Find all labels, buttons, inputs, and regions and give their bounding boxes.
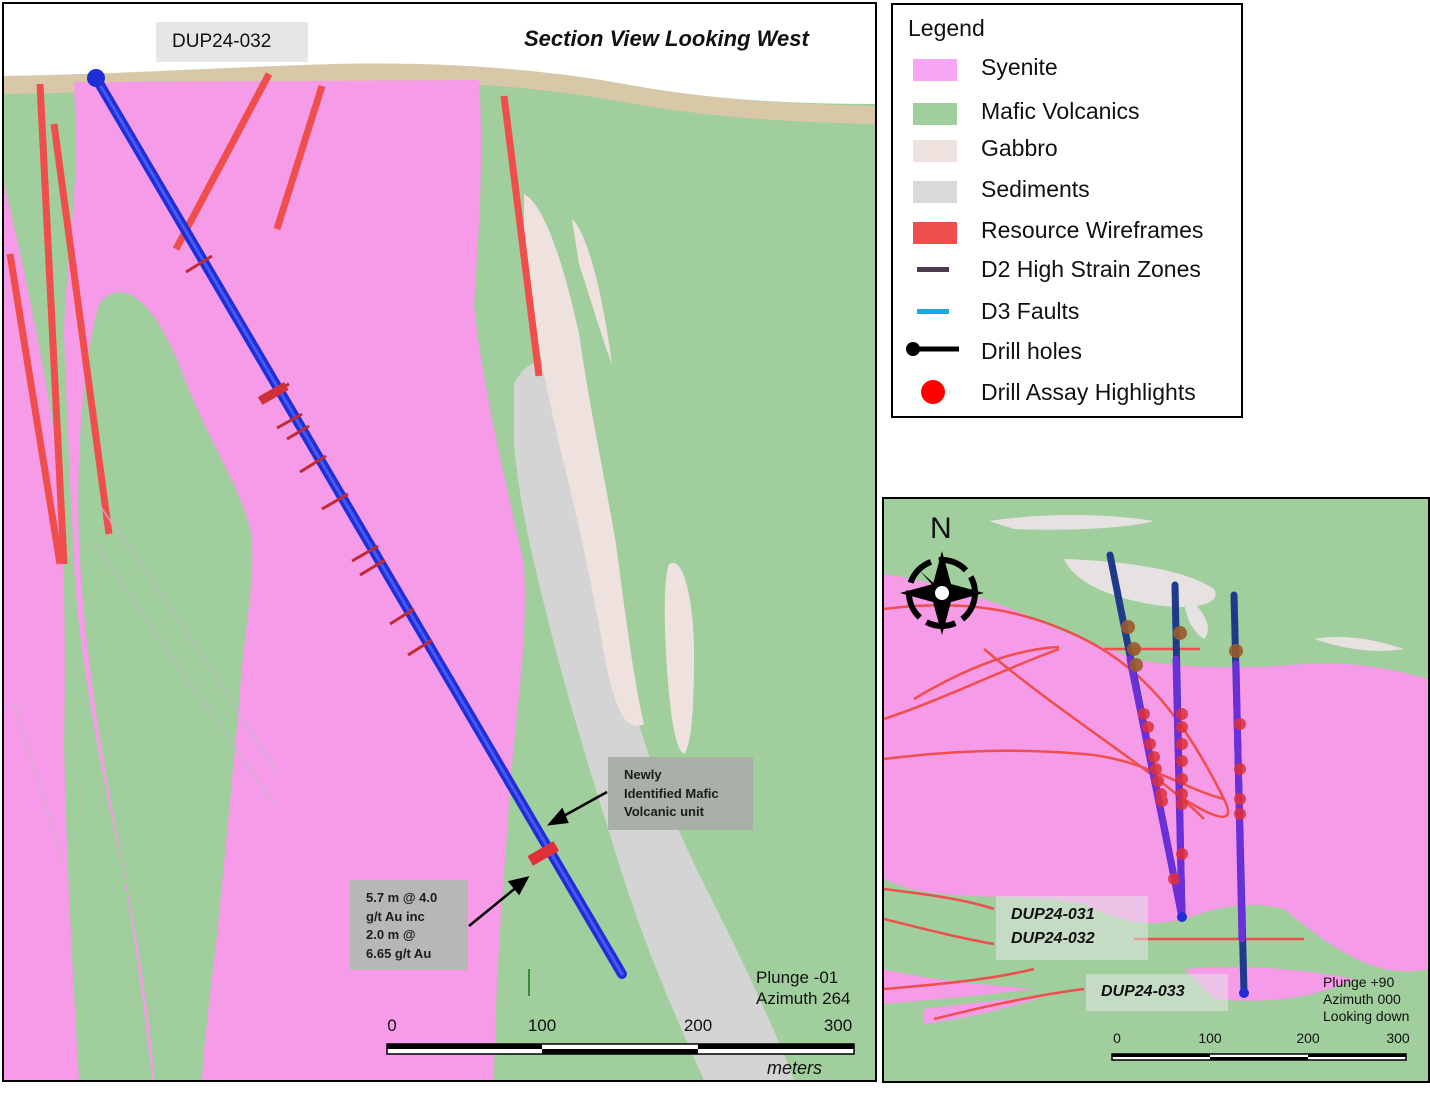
mafic-enclave [78,292,253,1080]
section-map [4,4,875,1080]
mafic-swatch [913,103,957,125]
legend-panel: Legend Syenite Mafic Volcanics Gabbro Se… [891,3,1243,418]
drill-hole-collar [87,69,105,87]
plan-collar-dots [1121,620,1243,672]
callout-assay-result: 5.7 m @ 4.0 g/t Au inc 2.0 m @ 6.65 g/t … [350,880,468,970]
legend-item-sediments: Sediments [893,172,1243,208]
section-view-panel: DUP24-032 Section View Looking West Newl… [2,2,877,1082]
scale-tick-0: 0 [387,1016,397,1035]
legend-title: Legend [908,15,985,41]
overburden-layer [4,63,875,124]
gabbro-swatch [913,140,957,162]
gabbro-area [524,194,644,726]
compass-icon [900,551,984,635]
plan-scale-tick-300: 300 [1386,1030,1410,1046]
section-title: Section View Looking West [524,26,809,51]
wireframe-swatch [913,222,957,244]
scale-tick-300: 300 [823,1016,853,1035]
section-orientation: Plunge -01 Azimuth 264 [756,968,851,1008]
gabbro-lens-2 [572,219,612,364]
scale-bar [386,1043,855,1055]
plan-assay-dots [1138,708,1246,885]
legend-item-d3-faults: D3 Faults [893,294,1243,330]
plan-gabbro [989,515,1154,530]
scale-unit: meters [767,1058,823,1078]
scale-tick-100: 100 [527,1016,557,1035]
syenite-left [4,184,79,1080]
d2-line-swatch [917,267,949,272]
d3-line-swatch [917,309,949,314]
assay-highlight [527,841,559,866]
resource-wireframes [6,72,543,565]
scale-tick-200: 200 [683,1016,713,1035]
legend-item-d2-high-strain: D2 High Strain Zones [893,252,1243,288]
assay-dot-symbol [921,380,945,404]
plan-scale-tick-200: 200 [1296,1030,1320,1046]
sediments-swatch [913,181,957,203]
gabbro-lens [664,562,694,754]
north-label: N [930,512,952,545]
drill-hole-symbol [906,342,959,356]
callout-new-mafic-unit: Newly Identified Mafic Volcanic unit [608,757,753,830]
plan-orientation: Plunge +90 Azimuth 000 Looking down [1323,974,1410,1024]
plan-hole-labels: DUP24-031 DUP24-032 [996,896,1148,960]
plan-scale-bar [1111,1053,1407,1061]
plan-map [884,499,1428,1081]
syenite-swatch [913,59,957,81]
plan-scale-tick-100: 100 [1198,1030,1222,1046]
plan-view-panel: N DUP24-031 DUP24-032 DUP24-033 Plunge +… [882,497,1430,1083]
legend-item-gabbro: Gabbro [893,131,1243,167]
legend-item-syenite: Syenite [893,50,1243,86]
plan-syenite-2 [884,969,1034,1004]
legend-item-mafic: Mafic Volcanics [893,94,1243,130]
plan-scale-tick-0: 0 [1113,1030,1121,1046]
legend-item-drill-holes: Drill holes [893,334,1243,370]
legend-item-resource-wireframes: Resource Wireframes [893,213,1243,249]
legend-item-drill-assay: Drill Assay Highlights [893,375,1243,411]
plan-hole-label-033: DUP24-033 [1086,974,1228,1011]
callout-arrows [468,790,608,927]
hole-label: DUP24-032 [156,22,308,62]
